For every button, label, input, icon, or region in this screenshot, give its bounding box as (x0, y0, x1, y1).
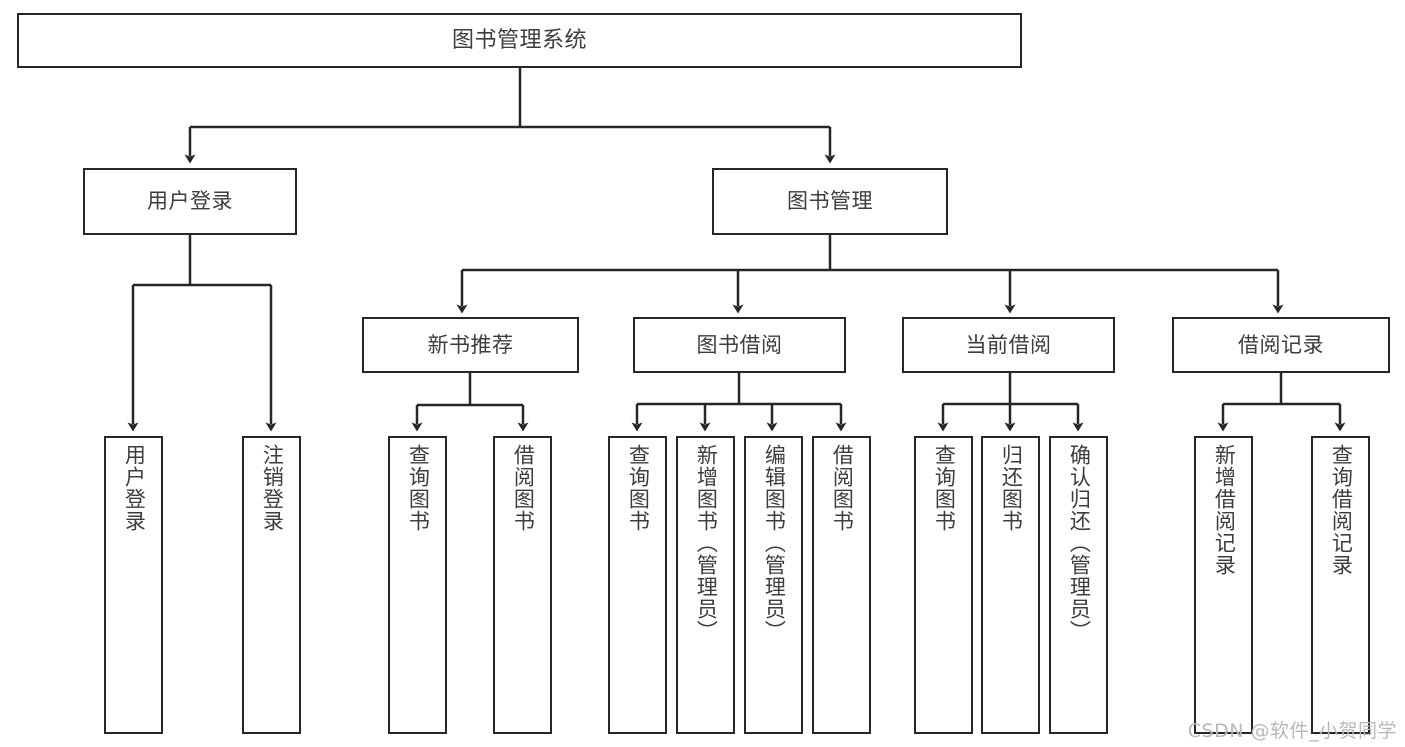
node-root-system[interactable]: 图书管理系统 (17, 13, 1022, 68)
leaf-add-borrow-record-label: 新增借阅记录 (1212, 444, 1237, 576)
leaf-query-book-recommend[interactable]: 查询图书 (388, 436, 447, 734)
node-root-system-label: 图书管理系统 (451, 27, 587, 53)
leaf-query-borrow-record[interactable]: 查询借阅记录 (1311, 436, 1370, 734)
leaf-user-login-label: 用户登录 (122, 444, 147, 532)
leaf-add-book-admin[interactable]: 新增图书（管理员） (676, 436, 735, 734)
leaf-borrow-book-recommend-label: 借阅图书 (511, 444, 536, 532)
leaf-query-book-current[interactable]: 查询图书 (914, 436, 973, 734)
leaf-return-book-label: 归还图书 (999, 444, 1024, 532)
leaf-confirm-return-admin-label: 确认归还（管理员） (1067, 444, 1092, 642)
leaf-query-book-borrow[interactable]: 查询图书 (608, 436, 667, 734)
leaf-borrow-book[interactable]: 借阅图书 (812, 436, 871, 734)
leaf-edit-book-admin[interactable]: 编辑图书（管理员） (744, 436, 803, 734)
node-new-book-recommend[interactable]: 新书推荐 (362, 317, 579, 373)
leaf-logout-label: 注销登录 (260, 444, 285, 532)
leaf-logout[interactable]: 注销登录 (242, 436, 301, 734)
node-new-book-recommend-label: 新书推荐 (427, 332, 514, 357)
node-book-borrow-label: 图书借阅 (696, 332, 783, 357)
node-current-borrow-label: 当前借阅 (965, 332, 1052, 357)
node-book-management-label: 图书管理 (787, 189, 873, 214)
leaf-add-book-admin-label: 新增图书（管理员） (694, 444, 719, 642)
leaf-borrow-book-recommend[interactable]: 借阅图书 (493, 436, 552, 734)
leaf-query-book-borrow-label: 查询图书 (626, 444, 651, 532)
node-borrow-records[interactable]: 借阅记录 (1172, 317, 1390, 373)
leaf-add-borrow-record[interactable]: 新增借阅记录 (1194, 436, 1253, 734)
leaf-borrow-book-label: 借阅图书 (830, 444, 855, 532)
leaf-edit-book-admin-label: 编辑图书（管理员） (762, 444, 787, 642)
node-borrow-records-label: 借阅记录 (1238, 332, 1324, 357)
leaf-query-book-recommend-label: 查询图书 (406, 444, 431, 532)
leaf-query-borrow-record-label: 查询借阅记录 (1329, 444, 1354, 576)
watermark-text: CSDN @软件_小贺同学 (1187, 720, 1397, 742)
leaf-user-login[interactable]: 用户登录 (104, 436, 163, 734)
leaf-query-book-current-label: 查询图书 (932, 444, 957, 532)
leaf-return-book[interactable]: 归还图书 (981, 436, 1040, 734)
node-current-borrow[interactable]: 当前借阅 (902, 317, 1115, 373)
node-user-login-label: 用户登录 (147, 189, 233, 214)
node-book-management[interactable]: 图书管理 (712, 168, 948, 235)
node-book-borrow[interactable]: 图书借阅 (633, 317, 846, 373)
node-user-login[interactable]: 用户登录 (83, 168, 297, 235)
leaf-confirm-return-admin[interactable]: 确认归还（管理员） (1049, 436, 1108, 734)
